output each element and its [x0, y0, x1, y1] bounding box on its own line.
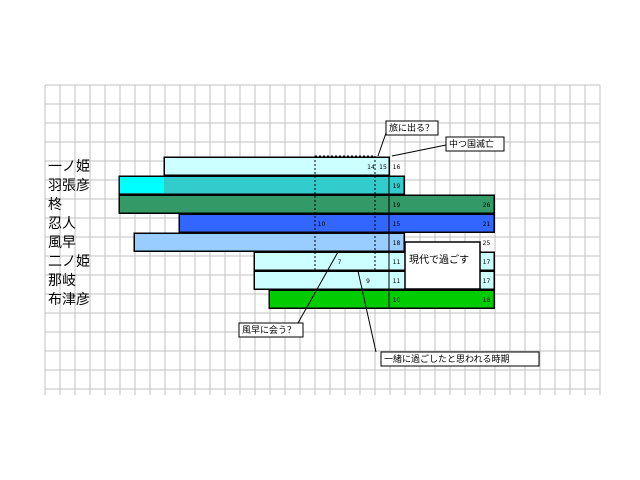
character-label-6: 那岐	[48, 273, 76, 289]
nakatsukuni-leader	[391, 144, 447, 157]
character-label-5: 二ノ姫	[48, 254, 90, 270]
bar-number: 19	[393, 202, 401, 209]
bar-number: 18	[393, 240, 401, 247]
tabi-text: 旅に出る？	[389, 122, 434, 134]
kazahaya-meet-text: 風早に会う？	[242, 324, 296, 336]
bar-number: 16	[393, 164, 401, 171]
nakatsukuni-callout: 中つ国滅亡	[445, 136, 505, 152]
kazahaya-meet-leader	[297, 251, 339, 324]
bar-number: 15	[393, 221, 401, 228]
bar-number: 17	[483, 259, 491, 266]
bar-0	[163, 156, 390, 176]
character-label-7: 布津彦	[48, 292, 90, 308]
character-label-3: 忍人	[48, 216, 76, 232]
bar-number: 10	[393, 297, 401, 304]
bar-number: 9	[366, 278, 370, 285]
character-label-4: 風早	[48, 235, 76, 251]
bar-number: 14	[367, 164, 375, 171]
bar-number: 11	[393, 278, 401, 285]
bar-number: 18	[483, 297, 491, 304]
bar-number: 19	[393, 183, 401, 190]
nakatsukuni-text: 中つ国滅亡	[449, 138, 494, 150]
bar-4	[133, 232, 405, 252]
bar-7	[268, 289, 495, 309]
together-period-box	[314, 155, 376, 272]
bar-number: 11	[393, 259, 401, 266]
bar-number: 26	[483, 202, 491, 209]
character-label-1: 羽張彦	[48, 178, 90, 194]
together-text: 一緒に過ごしたと思われる時期	[384, 353, 510, 365]
bar-accent-1	[120, 177, 164, 193]
together-callout: 一緒に過ごしたと思われる時期	[380, 351, 540, 367]
kazahaya-meet-callout: 風早に会う？	[238, 322, 304, 338]
bar-number: 17	[483, 278, 491, 285]
tabi-callout: 旅に出る？	[385, 120, 439, 136]
character-label-2: 柊	[48, 197, 62, 213]
together-leader	[357, 270, 377, 353]
bar-number: 15	[379, 164, 387, 171]
modern-box	[404, 241, 481, 290]
bar-1	[118, 175, 405, 195]
bar-number: 25	[483, 240, 491, 247]
bar-number: 21	[483, 221, 491, 228]
bar-3	[178, 213, 495, 233]
bar-2	[118, 194, 495, 214]
character-label-0: 一ノ姫	[48, 159, 90, 175]
bar-numbers: 14 15 16 19 19 26 10 15 21 18 25 7 11 17 9 11 17 10 18	[318, 164, 491, 304]
modern-text: 現代で過ごす	[409, 253, 469, 266]
bar-number: 7	[338, 259, 342, 266]
tabi-leader	[377, 132, 387, 157]
bar-number: 10	[318, 221, 326, 228]
